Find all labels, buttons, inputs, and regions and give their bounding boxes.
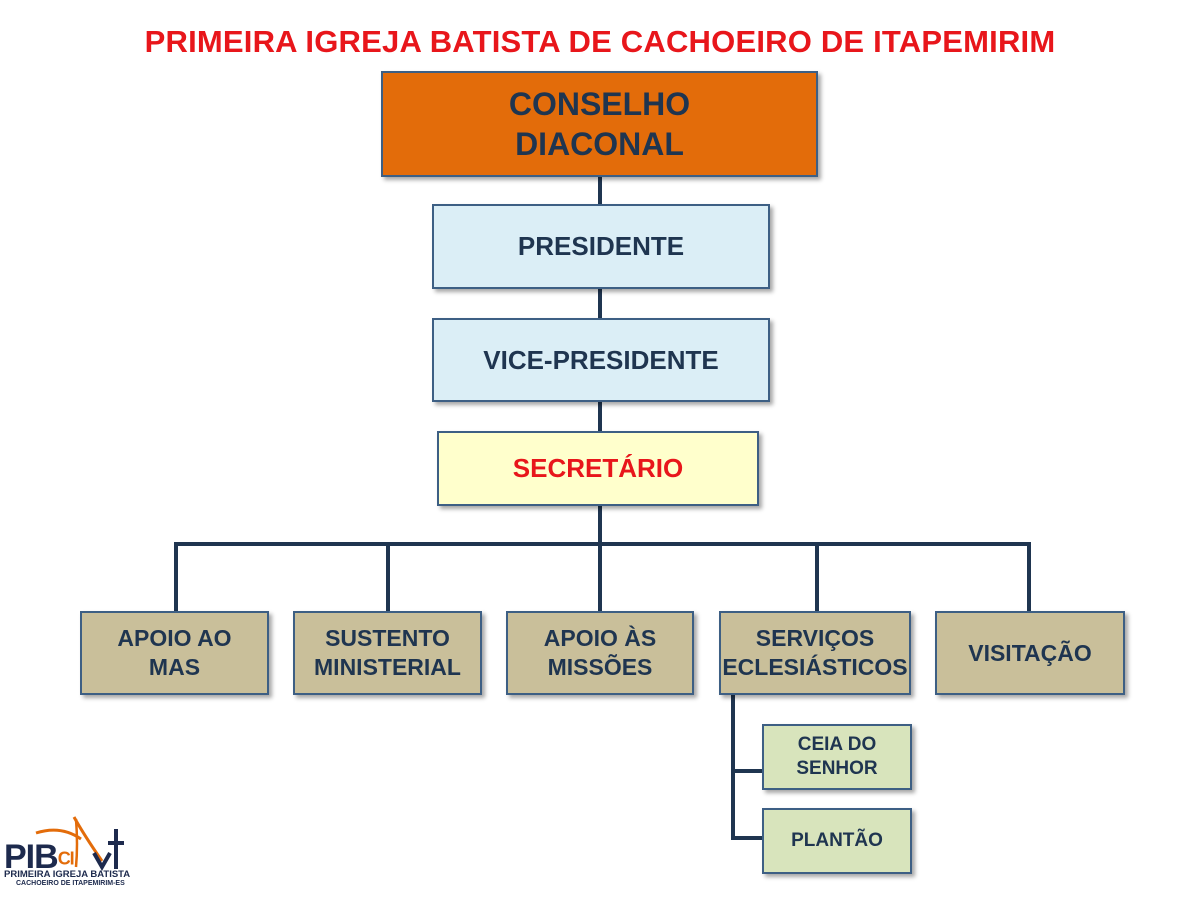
logo-wordmark: PIBCI	[4, 838, 75, 877]
node-ceia-do-senhor-label: CEIA DO SENHOR	[796, 734, 878, 779]
node-conselho-diaconal: CONSELHO DIACONAL	[381, 71, 818, 177]
node-apoio-ao-mas-label: APOIO AO MAS	[117, 625, 232, 680]
node-apoio-as-missoes: APOIO ÀS MISSÕES	[506, 611, 694, 695]
node-presidente-label: PRESIDENTE	[517, 231, 685, 262]
node-visitacao-label: VISITAÇÃO	[968, 639, 1092, 666]
logo-suffix-text: CI	[57, 848, 75, 869]
node-vice-presidente-label: VICE-PRESIDENTE	[483, 344, 719, 375]
node-servicos-eclesiasticos: SERVIÇOS ECLESIÁSTICOS	[719, 611, 911, 695]
page-title: PRIMEIRA IGREJA BATISTA DE CACHOEIRO DE …	[144, 24, 1056, 59]
node-ceia-do-senhor: CEIA DO SENHOR	[762, 724, 912, 790]
node-presidente: PRESIDENTE	[432, 204, 770, 289]
node-sustento-ministerial-label: SUSTENTO MINISTERIAL	[314, 625, 461, 680]
logo-line2: CACHOEIRO DE ITAPEMIRIM-ES	[16, 880, 125, 887]
node-sustento-ministerial: SUSTENTO MINISTERIAL	[293, 611, 482, 695]
node-vice-presidente: VICE-PRESIDENTE	[432, 318, 770, 402]
node-conselho-label: CONSELHO DIACONAL	[508, 86, 691, 162]
node-servicos-eclesiasticos-label: SERVIÇOS ECLESIÁSTICOS	[722, 625, 908, 680]
node-apoio-ao-mas: APOIO AO MAS	[80, 611, 269, 695]
logo-line1: PRIMEIRA IGREJA BATISTA	[4, 869, 131, 880]
node-plantao-label: PLANTÃO	[791, 830, 883, 852]
node-apoio-as-missoes-label: APOIO ÀS MISSÕES	[543, 625, 657, 680]
logo-main-text: PIB	[4, 838, 59, 876]
node-visitacao: VISITAÇÃO	[935, 611, 1125, 695]
node-plantao: PLANTÃO	[762, 808, 912, 874]
node-secretario: SECRETÁRIO	[437, 431, 759, 506]
node-secretario-label: SECRETÁRIO	[512, 453, 684, 484]
church-logo-icon	[35, 816, 124, 872]
